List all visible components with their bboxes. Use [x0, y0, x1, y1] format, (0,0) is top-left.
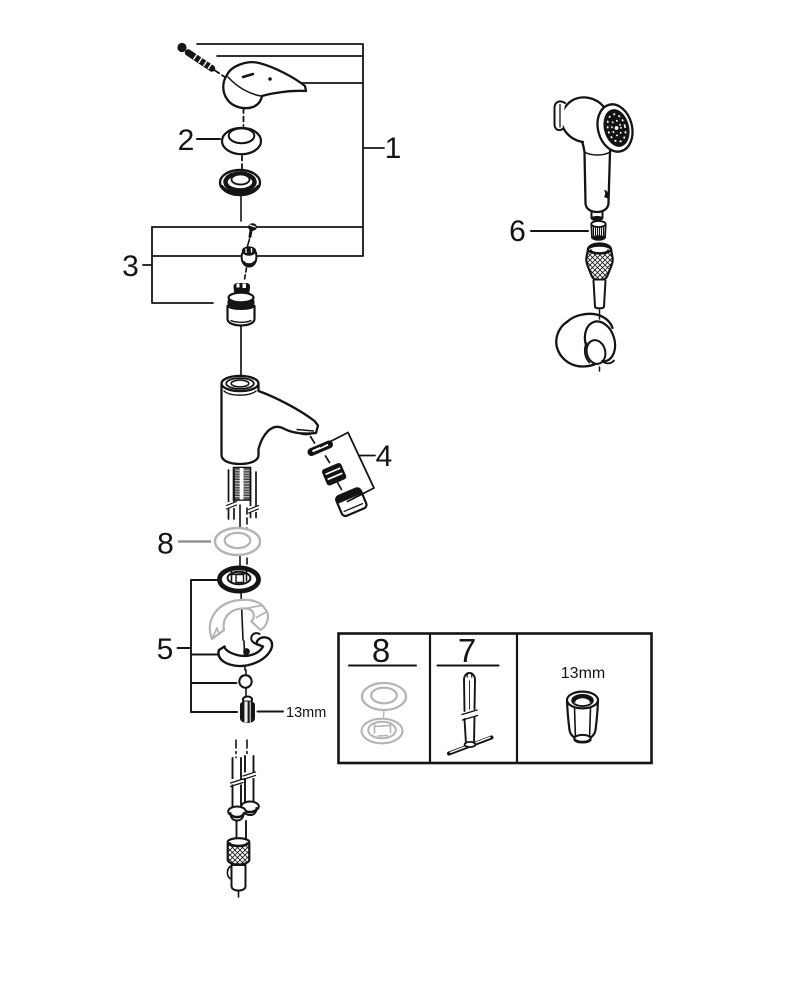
- check-valve-part-6: [590, 220, 607, 241]
- spout-aerator-group: 4: [307, 431, 393, 518]
- callout-2: 2: [178, 124, 195, 157]
- callout-6: 6: [509, 215, 526, 248]
- legend-cell-tool7: 7: [436, 632, 500, 756]
- supply-hoses-group: [226, 739, 260, 898]
- shower-body: [580, 138, 615, 214]
- legend-cell-wrench: 13mm: [561, 665, 605, 744]
- clamp-horseshoe: [217, 632, 274, 668]
- shower-head: [553, 96, 634, 153]
- callout-5-bracket: 5: [157, 579, 238, 713]
- mounting-set-group-5: 13mm 5: [157, 579, 326, 723]
- legend-box: 8 7 13mm: [337, 632, 653, 765]
- mousseur: [321, 463, 347, 486]
- washer-part-8: 8: [157, 526, 262, 561]
- knurled-connector: [226, 837, 251, 866]
- hand-shower-group: 6: [509, 96, 634, 372]
- legend-cell-part8: 8: [348, 632, 417, 745]
- handle-screw: [177, 42, 230, 81]
- callout-3: 3: [122, 250, 139, 283]
- callout-4: 4: [376, 440, 393, 473]
- aerator-housing: [335, 487, 368, 518]
- cartridge: [226, 282, 256, 379]
- hose-nut-knurled: [585, 242, 614, 282]
- hose-end-nuts: [227, 800, 260, 822]
- lever-handle: [222, 61, 308, 127]
- valve-insert: [240, 246, 258, 281]
- callout-5: 5: [157, 633, 174, 666]
- legend-tool-label: 7: [458, 632, 476, 669]
- hex-nut-13mm: 13mm: [240, 695, 326, 723]
- wall-holder: [555, 312, 617, 368]
- wrench-size-note: 13mm: [286, 705, 326, 721]
- faucet-body: [220, 374, 320, 571]
- legend-wrench-label: 13mm: [561, 665, 605, 682]
- callout-1: 1: [385, 132, 402, 165]
- callout-1-bracket: 1: [151, 43, 402, 257]
- callout-8: 8: [157, 528, 174, 561]
- mounting-ring: [218, 168, 262, 222]
- cone-nut: [238, 674, 253, 689]
- handle-cap-ring: 2: [178, 124, 263, 171]
- callout-3-bracket: 3: [122, 226, 214, 304]
- legend-part-label: 8: [372, 632, 390, 669]
- cartridge-screw: [246, 223, 257, 247]
- rod-socket: [226, 864, 247, 898]
- spacer-ghost: [208, 598, 270, 641]
